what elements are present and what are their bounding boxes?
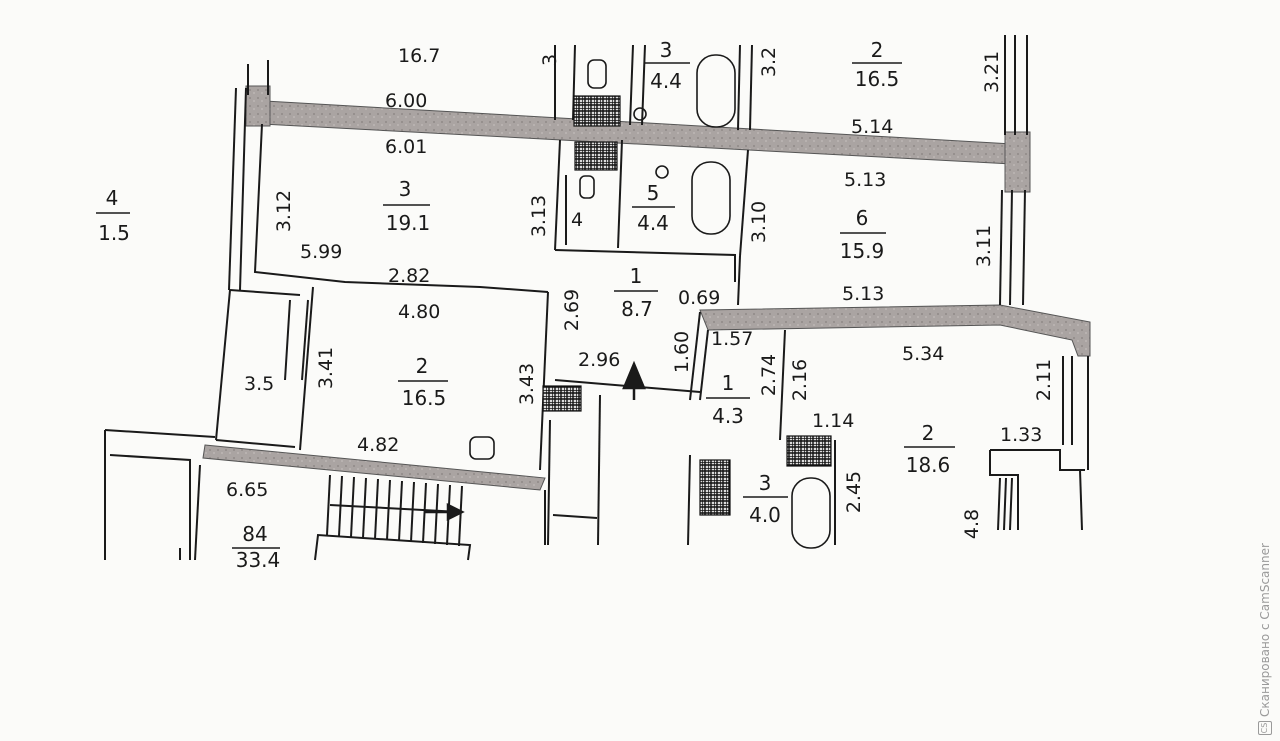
- dim-label: 0.69: [678, 287, 720, 309]
- dim-label: 3.21: [981, 51, 1003, 93]
- svg-text:5: 5: [647, 181, 660, 205]
- dim-label: 4: [571, 209, 583, 231]
- dim-label: 1.60: [671, 331, 693, 373]
- svg-text:2: 2: [871, 38, 884, 62]
- camscanner-watermark: CS Сканировано с CamScanner: [1258, 543, 1272, 735]
- room-label: 2 18.6: [904, 421, 955, 477]
- room-label: 4 1.5: [96, 186, 130, 245]
- dim-label: 4.82: [357, 434, 399, 456]
- dim-label: 16.7: [398, 45, 440, 67]
- svg-text:1: 1: [722, 371, 735, 395]
- room-label: 84 33.4: [232, 522, 280, 572]
- dim-label: 2.45: [843, 471, 865, 513]
- stairs: [326, 474, 1013, 547]
- hatched-shafts: [542, 95, 832, 516]
- svg-text:4.4: 4.4: [637, 211, 669, 235]
- svg-text:16.5: 16.5: [855, 67, 900, 91]
- dim-label: 2.96: [578, 349, 620, 371]
- svg-text:4.4: 4.4: [650, 69, 682, 93]
- svg-text:84: 84: [242, 522, 267, 546]
- svg-text:4.0: 4.0: [749, 503, 781, 527]
- room-label: 6 15.9: [840, 206, 886, 263]
- svg-text:2: 2: [416, 354, 429, 378]
- dim-label: 6.01: [385, 136, 427, 158]
- structural-walls: [202, 85, 1091, 491]
- svg-text:3: 3: [660, 38, 673, 62]
- dim-label: 5.34: [902, 343, 944, 365]
- svg-text:4.3: 4.3: [712, 404, 744, 428]
- svg-text:16.5: 16.5: [402, 386, 447, 410]
- dim-label: 6.65: [226, 479, 268, 501]
- watermark-text: Сканировано с CamScanner: [1258, 543, 1272, 717]
- dim-label: 3.13: [528, 195, 550, 237]
- svg-text:8.7: 8.7: [621, 297, 653, 321]
- svg-text:15.9: 15.9: [840, 239, 885, 263]
- svg-text:3: 3: [759, 471, 772, 495]
- dim-label: 5.14: [851, 116, 893, 138]
- room-area-labels: 4 1.5 3 19.1 2 16.5 1 8.7 5 4.4 6 15.9: [96, 38, 955, 572]
- dim-label: 3.2: [758, 47, 780, 77]
- dim-label: 5.99: [300, 241, 342, 263]
- dimension-labels: 6.00 6.01 3.12 3.13 5.99 2.82 4.80 3.5 3…: [226, 45, 1055, 539]
- svg-text:1: 1: [630, 264, 643, 288]
- dim-label: 2.74: [758, 354, 780, 396]
- dim-label: 2.69: [561, 289, 583, 331]
- dim-label: 2.82: [388, 265, 430, 287]
- dim-label: 3.41: [315, 347, 337, 389]
- dim-label: 3: [539, 54, 561, 66]
- svg-text:2: 2: [922, 421, 935, 445]
- dim-label: 1.14: [812, 410, 854, 432]
- svg-text:6: 6: [856, 206, 869, 230]
- dim-label: 5.13: [844, 169, 886, 191]
- dim-label: 4.80: [398, 301, 440, 323]
- room-label: 3 19.1: [383, 177, 430, 235]
- entrance-arrow: [425, 360, 646, 522]
- svg-text:18.6: 18.6: [906, 453, 951, 477]
- svg-text:3: 3: [399, 177, 412, 201]
- svg-text:1.5: 1.5: [98, 221, 130, 245]
- dim-label: 1.33: [1000, 424, 1042, 446]
- dim-label: 1.57: [711, 328, 753, 350]
- room-label: 2 16.5: [852, 38, 902, 91]
- dim-label: 3.11: [973, 225, 995, 267]
- room-label: 2 16.5: [398, 354, 448, 410]
- dim-label: 5.13: [842, 283, 884, 305]
- dim-label: 4.8: [961, 509, 983, 539]
- dim-label: 2.11: [1033, 359, 1055, 401]
- room-label: 3 4.0: [743, 471, 788, 527]
- room-label: 1 4.3: [706, 371, 750, 428]
- bathtubs: [469, 54, 831, 549]
- camscanner-logo-icon: CS: [1258, 721, 1272, 735]
- svg-text:19.1: 19.1: [386, 211, 431, 235]
- room-label: 3 4.4: [644, 38, 690, 93]
- svg-text:33.4: 33.4: [236, 548, 281, 572]
- dim-label: 3.12: [273, 190, 295, 232]
- dim-label: 2.16: [789, 359, 811, 401]
- svg-text:4: 4: [106, 186, 119, 210]
- room-label: 5 4.4: [632, 181, 675, 235]
- dim-label: 3.10: [748, 201, 770, 243]
- dim-label: 3.5: [244, 373, 274, 395]
- room-label: 1 8.7: [614, 264, 658, 321]
- dim-label: 3.43: [516, 363, 538, 405]
- thin-walls: [104, 35, 1089, 561]
- dim-label: 6.00: [385, 90, 427, 112]
